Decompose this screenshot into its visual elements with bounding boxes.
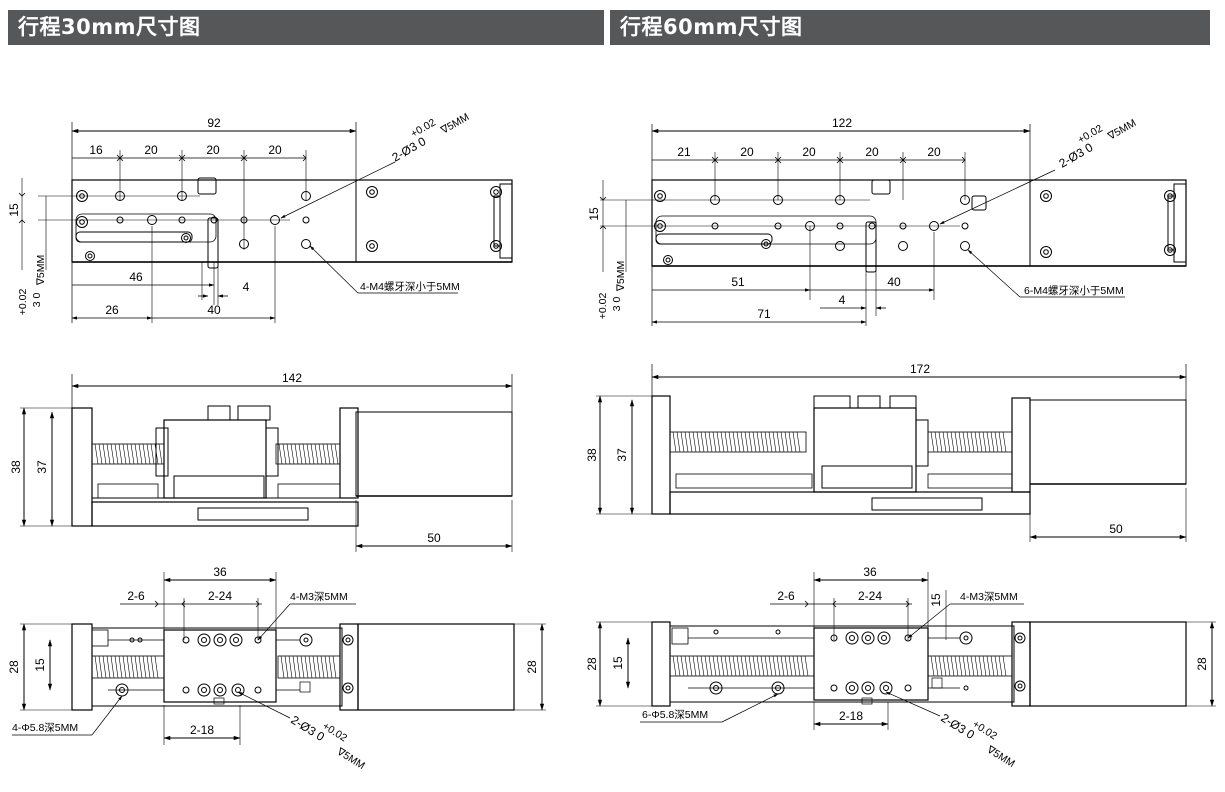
dim-46: 46 <box>129 270 143 284</box>
side-depth-left: ∇5MM <box>35 255 47 286</box>
dim-2-18-right: 2-18 <box>839 709 863 723</box>
dim-4-right: 4 <box>839 293 846 307</box>
dim-20-r1: 20 <box>740 145 754 159</box>
dim-26: 26 <box>105 303 119 317</box>
dim-38-left: 38 <box>9 460 23 474</box>
hole-depth-left-top: ∇5MM <box>438 111 471 137</box>
dim-20-r2: 20 <box>802 145 816 159</box>
dim-51: 51 <box>731 275 745 289</box>
dim-4-left: 4 <box>243 280 250 294</box>
hole-depth-right-top: ∇5MM <box>1105 117 1138 143</box>
dim-16: 16 <box>89 143 103 157</box>
dim-37-right: 37 <box>615 448 629 462</box>
dim-2-24-right: 2-24 <box>858 589 882 603</box>
hole-depth-right-bottom: ∇5MM <box>984 743 1017 770</box>
dim-2-24-left: 2-24 <box>208 589 232 603</box>
dim-2-18-left: 2-18 <box>190 723 214 737</box>
callout-m4-left: 4-M4螺牙深小于5MM <box>360 281 460 293</box>
dim-36-left: 36 <box>213 565 227 579</box>
callout-m3-right: 4-M3深5MM <box>960 591 1018 603</box>
dim-71: 71 <box>757 307 771 321</box>
dim-20-r4: 20 <box>927 145 941 159</box>
dim-122: 122 <box>832 116 852 130</box>
dim-28-right-a: 28 <box>585 657 599 671</box>
hole-tol-right-bottom: +0.02 <box>970 718 999 742</box>
dim-20c: 20 <box>268 143 282 157</box>
dim-92: 92 <box>207 116 221 130</box>
left-side-view <box>20 374 513 552</box>
right-labels: 122 21 20 20 20 20 2-Ø3 0 +0.02 ∇5MM 15 … <box>585 116 1209 770</box>
right-top-view <box>599 124 1187 326</box>
dim-50-right: 50 <box>1109 522 1123 536</box>
tol-lower-left: 3 0 <box>31 293 43 308</box>
dim-50-left: 50 <box>427 531 441 545</box>
header-stroke-60mm: 行程60mm尺寸图 <box>610 10 1210 45</box>
hole-tol-right-top: +0.02 <box>1076 122 1105 146</box>
left-bottom-view <box>12 572 546 745</box>
hole-depth-left-bottom: ∇5MM <box>334 745 367 772</box>
side-depth-right: ∇5MM <box>615 261 627 292</box>
dim-28-right-b: 28 <box>1195 657 1209 671</box>
dim-15-right-top: 15 <box>587 207 601 221</box>
dim-172: 172 <box>910 362 930 376</box>
dim-15-right-vert: 15 <box>929 593 943 607</box>
header-stroke-30mm: 行程30mm尺寸图 <box>8 10 604 45</box>
dim-20a: 20 <box>144 143 158 157</box>
right-side-view <box>596 364 1187 542</box>
left-top-view <box>18 122 513 323</box>
dim-37-left: 37 <box>35 460 49 474</box>
hole-tol-left-top: +0.02 <box>409 116 438 140</box>
dim-15-left-top: 15 <box>7 203 21 217</box>
callout-phi-right: 6-Φ5.8深5MM <box>642 709 708 721</box>
dim-40-left: 40 <box>207 303 221 317</box>
dim-40-right: 40 <box>887 275 901 289</box>
dim-21: 21 <box>677 145 691 159</box>
left-labels: 92 16 20 20 20 2-Ø3 0 +0.02 ∇5MM 15 ∇5MM… <box>7 111 539 772</box>
dim-36-right: 36 <box>863 565 877 579</box>
tol-lower-right: 3 0 <box>611 297 623 312</box>
hole-tol-left-bottom: +0.02 <box>320 720 349 744</box>
dim-15-left-bottom: 15 <box>33 658 47 672</box>
dim-38-right: 38 <box>585 448 599 462</box>
hole-label-right-top: 2-Ø3 0 <box>1057 140 1096 171</box>
tol-upper-left: +0.02 <box>17 289 29 316</box>
tol-upper-right: +0.02 <box>597 293 609 320</box>
dim-28-left-b: 28 <box>525 660 539 674</box>
dim-20b: 20 <box>206 143 220 157</box>
dim-28-left-a: 28 <box>7 660 21 674</box>
dim-15-right-bottom: 15 <box>611 656 625 670</box>
callout-m4-right: 6-M4螺牙深小于5MM <box>1024 285 1124 297</box>
dim-2-6-right: 2-6 <box>777 589 795 603</box>
callout-m3-left: 4-M3深5MM <box>290 591 348 603</box>
dim-20-r3: 20 <box>865 145 879 159</box>
dim-142: 142 <box>282 371 302 385</box>
dim-2-6-left: 2-6 <box>127 589 145 603</box>
callout-phi-left: 4-Φ5.8深5MM <box>12 722 78 734</box>
right-bottom-view <box>596 572 1216 730</box>
hole-label-left-top: 2-Ø3 0 <box>390 134 429 165</box>
